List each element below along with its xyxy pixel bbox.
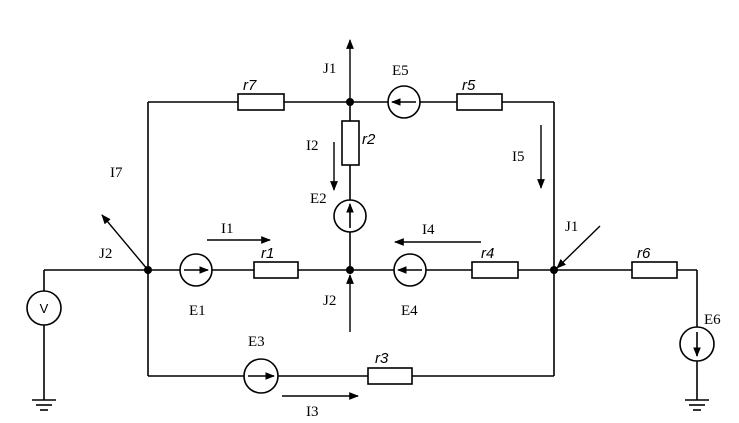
label-e3: E3 — [248, 334, 265, 350]
label-r2: r2 — [362, 131, 376, 148]
resistor-r7 — [237, 93, 285, 111]
label-i3: I3 — [306, 404, 319, 420]
resistors — [237, 93, 678, 385]
source-e5 — [387, 85, 421, 119]
source-e6 — [679, 326, 715, 362]
ground-left-icon — [32, 399, 56, 411]
source-e3 — [243, 358, 279, 394]
voltmeter-circle — [26, 290, 62, 326]
wires — [43, 101, 698, 400]
nodes — [144, 98, 558, 274]
resistor-r1 — [253, 261, 299, 279]
label-r1: r1 — [261, 245, 274, 262]
label-r5: r5 — [462, 77, 476, 94]
label-j1-right: J1 — [565, 219, 578, 235]
label-r6: r6 — [637, 245, 651, 262]
label-e2: E2 — [310, 191, 327, 207]
ground-right-icon — [685, 399, 709, 411]
labels: r7 r5 r2 r1 r4 r6 r3 E5 E2 E1 E4 E3 E6 I… — [99, 61, 721, 420]
source-e1 — [179, 253, 213, 287]
label-j1-top: J1 — [323, 61, 336, 77]
resistor-r6 — [631, 261, 678, 279]
label-r4: r4 — [481, 245, 494, 262]
source-e4 — [393, 253, 427, 287]
label-e5: E5 — [392, 63, 409, 79]
arrow-j2-left — [101, 214, 149, 271]
voltmeter: V — [26, 290, 62, 326]
label-e1: E1 — [189, 303, 206, 319]
node-right — [550, 266, 558, 274]
label-e4: E4 — [401, 303, 418, 319]
resistor-r4 — [471, 261, 519, 279]
label-i1: I1 — [221, 221, 234, 237]
resistor-r3 — [367, 367, 413, 385]
resistor-r2 — [341, 120, 360, 166]
label-i4: I4 — [422, 222, 435, 238]
label-r3: r3 — [375, 350, 389, 367]
label-j2-bottom: J2 — [323, 293, 336, 309]
label-j2-left: J2 — [99, 246, 112, 262]
label-i7: I7 — [110, 165, 123, 181]
source-e2 — [333, 199, 367, 233]
resistor-r5 — [456, 93, 503, 111]
label-i5: I5 — [512, 149, 525, 165]
arrows — [101, 39, 601, 400]
label-i2: I2 — [306, 138, 319, 154]
label-e6: E6 — [704, 312, 721, 328]
node-center — [346, 266, 354, 274]
label-r7: r7 — [243, 77, 257, 94]
voltmeter-symbol: V — [40, 301, 49, 316]
arrow-j1-right — [556, 225, 601, 269]
